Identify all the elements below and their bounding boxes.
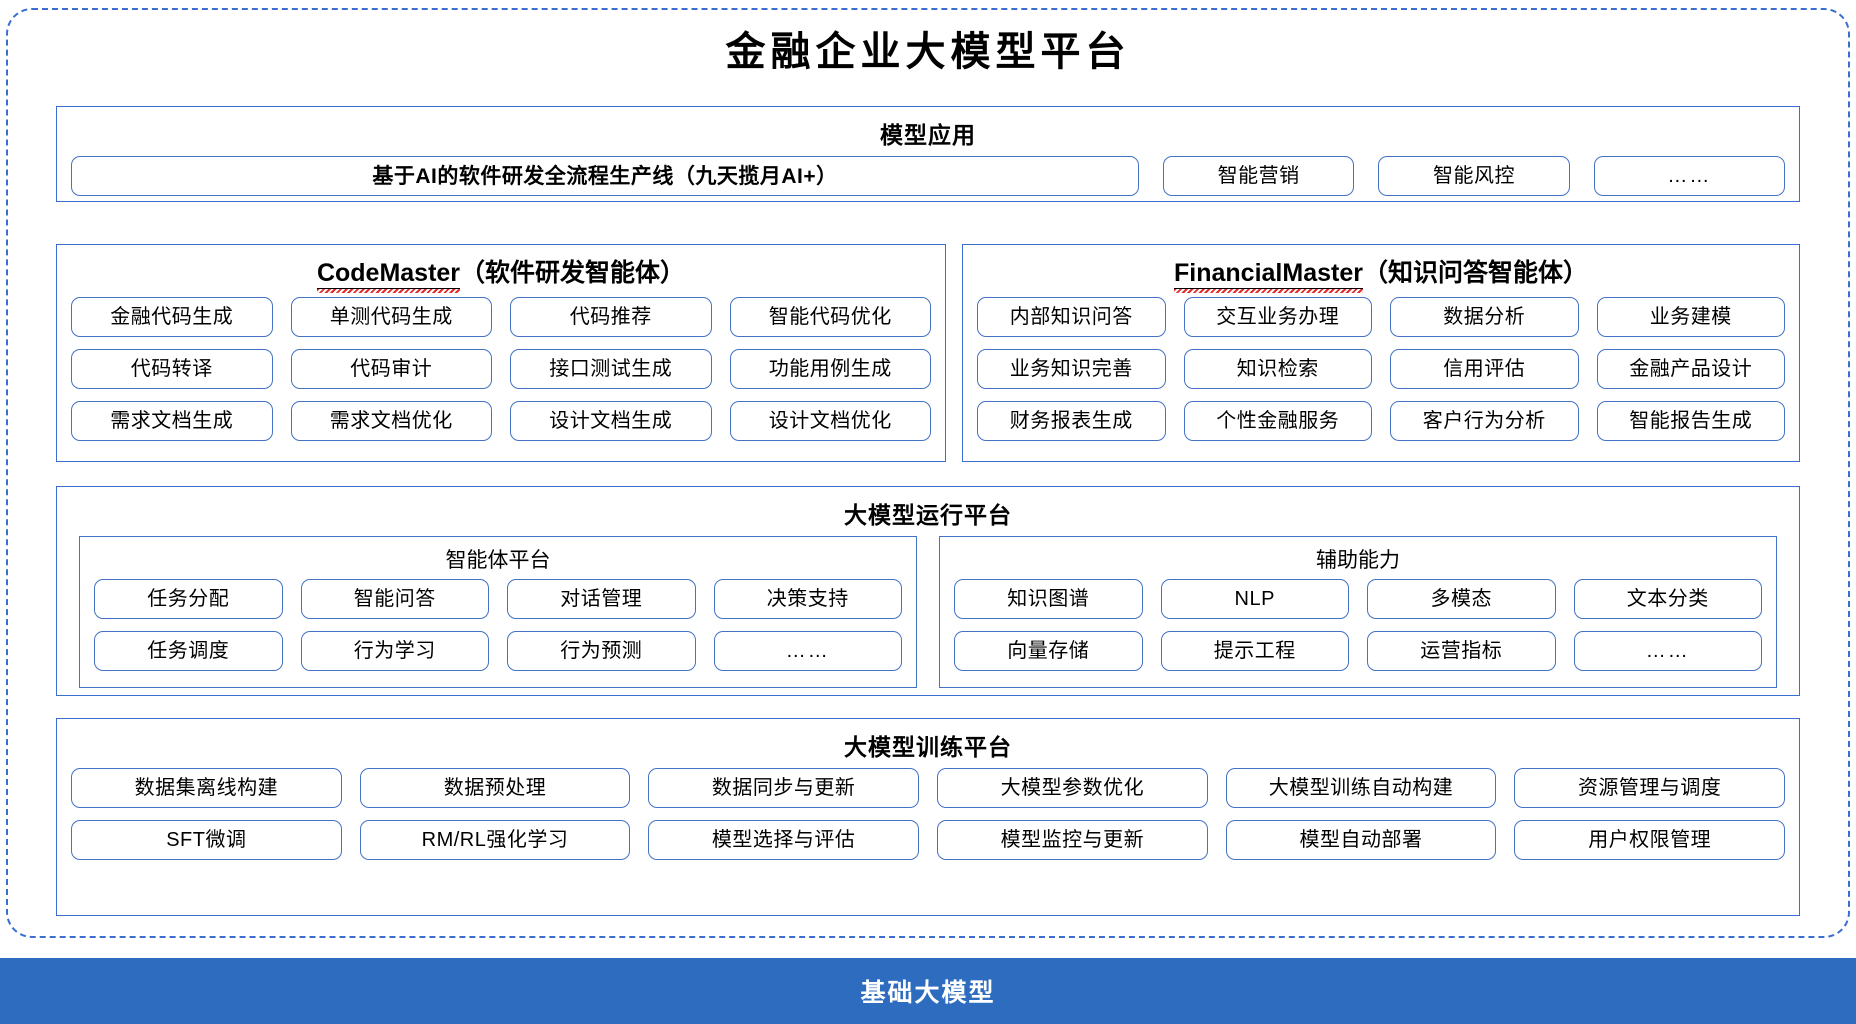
train-platform-item[interactable]: SFT微调 (71, 820, 342, 860)
codemaster-item[interactable]: 接口测试生成 (510, 349, 712, 389)
section-train-platform: 大模型训练平台 数据集离线构建 数据预处理 数据同步与更新 大模型参数优化 大模… (56, 718, 1800, 916)
codemaster-item[interactable]: 代码转译 (71, 349, 273, 389)
codemaster-name-en: CodeMaster (316, 259, 461, 293)
codemaster-item[interactable]: 需求文档优化 (290, 401, 492, 441)
codemaster-name-cn: （软件研发智能体） (460, 259, 686, 287)
train-platform-item[interactable]: 数据同步与更新 (648, 768, 920, 808)
section-title-train-platform: 大模型训练平台 (844, 734, 1012, 760)
agent-platform-row-2: 任务调度 行为学习 行为预测 …… (80, 631, 916, 671)
financialmaster-item[interactable]: 交互业务办理 (1183, 297, 1372, 337)
support-capability-item[interactable]: 提示工程 (1160, 631, 1349, 671)
codemaster-item[interactable]: 代码推荐 (510, 297, 712, 337)
support-capability-row-1: 知识图谱 NLP 多模态 文本分类 (940, 579, 1776, 619)
train-platform-item[interactable]: 模型选择与评估 (648, 820, 920, 860)
financialmaster-item[interactable]: 客户行为分析 (1390, 401, 1579, 441)
codemaster-item[interactable]: 需求文档生成 (71, 401, 273, 441)
support-capability-item[interactable]: 运营指标 (1367, 631, 1556, 671)
train-platform-item[interactable]: 用户权限管理 (1514, 820, 1786, 860)
train-platform-row-1: 数据集离线构建 数据预处理 数据同步与更新 大模型参数优化 大模型训练自动构建 … (57, 768, 1799, 808)
financialmaster-row-2: 业务知识完善 知识检索 信用评估 金融产品设计 (963, 349, 1799, 389)
financialmaster-row-1: 内部知识问答 交互业务办理 数据分析 业务建模 (963, 297, 1799, 337)
train-platform-item[interactable]: 数据预处理 (359, 768, 631, 808)
financialmaster-name-en: FinancialMaster (1174, 259, 1363, 293)
financialmaster-item[interactable]: 数据分析 (1390, 297, 1579, 337)
app-item-ai-rnd-pipeline[interactable]: 基于AI的软件研发全流程生产线（九天揽月AI+） (71, 156, 1139, 196)
page-title: 金融企业大模型平台 (725, 30, 1131, 74)
codemaster-item[interactable]: 智能代码优化 (729, 297, 931, 337)
codemaster-item[interactable]: 金融代码生成 (71, 297, 273, 337)
agent-platform-item[interactable]: 对话管理 (507, 579, 696, 619)
app-item-more[interactable]: …… (1593, 156, 1785, 196)
section-financialmaster: FinancialMaster（知识问答智能体） 内部知识问答 交互业务办理 数… (962, 244, 1800, 462)
section-model-application: 模型应用 基于AI的软件研发全流程生产线（九天揽月AI+） 智能营销 智能风控 … (56, 106, 1800, 202)
support-capability-item[interactable]: 向量存储 (954, 631, 1143, 671)
agent-platform-item-more[interactable]: …… (713, 631, 902, 671)
financialmaster-name-cn: （知识问答智能体） (1362, 259, 1588, 287)
support-capability-item-more[interactable]: …… (1573, 631, 1762, 671)
train-platform-item[interactable]: 大模型训练自动构建 (1225, 768, 1497, 808)
subsection-support-capability: 辅助能力 知识图谱 NLP 多模态 文本分类 向量存储 提示工程 运营指标 …… (939, 536, 1777, 688)
financialmaster-item[interactable]: 内部知识问答 (977, 297, 1166, 337)
section-title-model-application: 模型应用 (880, 122, 976, 148)
agent-platform-row-1: 任务分配 智能问答 对话管理 决策支持 (80, 579, 916, 619)
financialmaster-item[interactable]: 智能报告生成 (1596, 401, 1785, 441)
train-platform-item[interactable]: 数据集离线构建 (71, 768, 342, 808)
codemaster-row-2: 代码转译 代码审计 接口测试生成 功能用例生成 (57, 349, 945, 389)
support-capability-item[interactable]: NLP (1160, 579, 1349, 619)
codemaster-item[interactable]: 设计文档优化 (729, 401, 931, 441)
footer-base-model-bar: 基础大模型 (0, 958, 1856, 1024)
section-title-run-platform: 大模型运行平台 (844, 502, 1012, 528)
train-platform-row-2: SFT微调 RM/RL强化学习 模型选择与评估 模型监控与更新 模型自动部署 用… (57, 820, 1799, 860)
agent-platform-item[interactable]: 行为学习 (300, 631, 489, 671)
section-run-platform: 大模型运行平台 智能体平台 任务分配 智能问答 对话管理 决策支持 任务调度 行… (56, 486, 1800, 696)
codemaster-row-3: 需求文档生成 需求文档优化 设计文档生成 设计文档优化 (57, 401, 945, 441)
support-capability-row-2: 向量存储 提示工程 运营指标 …… (940, 631, 1776, 671)
agent-platform-item[interactable]: 任务调度 (94, 631, 283, 671)
train-platform-item[interactable]: 大模型参数优化 (937, 768, 1208, 808)
run-platform-columns: 智能体平台 任务分配 智能问答 对话管理 决策支持 任务调度 行为学习 行为预测… (57, 536, 1799, 688)
codemaster-row-1: 金融代码生成 单测代码生成 代码推荐 智能代码优化 (57, 297, 945, 337)
app-item-smart-risk-control[interactable]: 智能风控 (1378, 156, 1570, 196)
section-title-financialmaster: FinancialMaster（知识问答智能体） (963, 245, 1799, 297)
agent-platform-item[interactable]: 任务分配 (94, 579, 283, 619)
train-platform-item[interactable]: RM/RL强化学习 (359, 820, 631, 860)
financialmaster-item[interactable]: 信用评估 (1390, 349, 1579, 389)
financialmaster-item[interactable]: 个性金融服务 (1183, 401, 1372, 441)
subsection-title-agent-platform: 智能体平台 (445, 549, 551, 572)
codemaster-item[interactable]: 单测代码生成 (290, 297, 492, 337)
train-platform-item[interactable]: 模型监控与更新 (937, 820, 1208, 860)
section-title-codemaster: CodeMaster（软件研发智能体） (57, 245, 945, 297)
financialmaster-row-3: 财务报表生成 个性金融服务 客户行为分析 智能报告生成 (963, 401, 1799, 441)
codemaster-item[interactable]: 设计文档生成 (510, 401, 712, 441)
app-item-smart-marketing[interactable]: 智能营销 (1163, 156, 1355, 196)
agent-platform-item[interactable]: 行为预测 (507, 631, 696, 671)
section-codemaster: CodeMaster（软件研发智能体） 金融代码生成 单测代码生成 代码推荐 智… (56, 244, 946, 462)
codemaster-item[interactable]: 功能用例生成 (729, 349, 931, 389)
support-capability-item[interactable]: 多模态 (1367, 579, 1556, 619)
model-application-item-row: 基于AI的软件研发全流程生产线（九天揽月AI+） 智能营销 智能风控 …… (57, 156, 1799, 196)
footer-base-model-label: 基础大模型 (860, 979, 996, 1007)
financialmaster-item[interactable]: 业务建模 (1596, 297, 1785, 337)
support-capability-item[interactable]: 知识图谱 (954, 579, 1143, 619)
financialmaster-item[interactable]: 金融产品设计 (1596, 349, 1785, 389)
subsection-title-support-capability: 辅助能力 (1316, 549, 1400, 572)
train-platform-item[interactable]: 模型自动部署 (1225, 820, 1497, 860)
financialmaster-item[interactable]: 业务知识完善 (977, 349, 1166, 389)
agent-platform-item[interactable]: 智能问答 (300, 579, 489, 619)
train-platform-item[interactable]: 资源管理与调度 (1514, 768, 1786, 808)
financialmaster-item[interactable]: 财务报表生成 (977, 401, 1166, 441)
support-capability-item[interactable]: 文本分类 (1573, 579, 1762, 619)
codemaster-item[interactable]: 代码审计 (290, 349, 492, 389)
subsection-agent-platform: 智能体平台 任务分配 智能问答 对话管理 决策支持 任务调度 行为学习 行为预测… (79, 536, 917, 688)
financialmaster-item[interactable]: 知识检索 (1183, 349, 1372, 389)
agent-platform-item[interactable]: 决策支持 (713, 579, 902, 619)
